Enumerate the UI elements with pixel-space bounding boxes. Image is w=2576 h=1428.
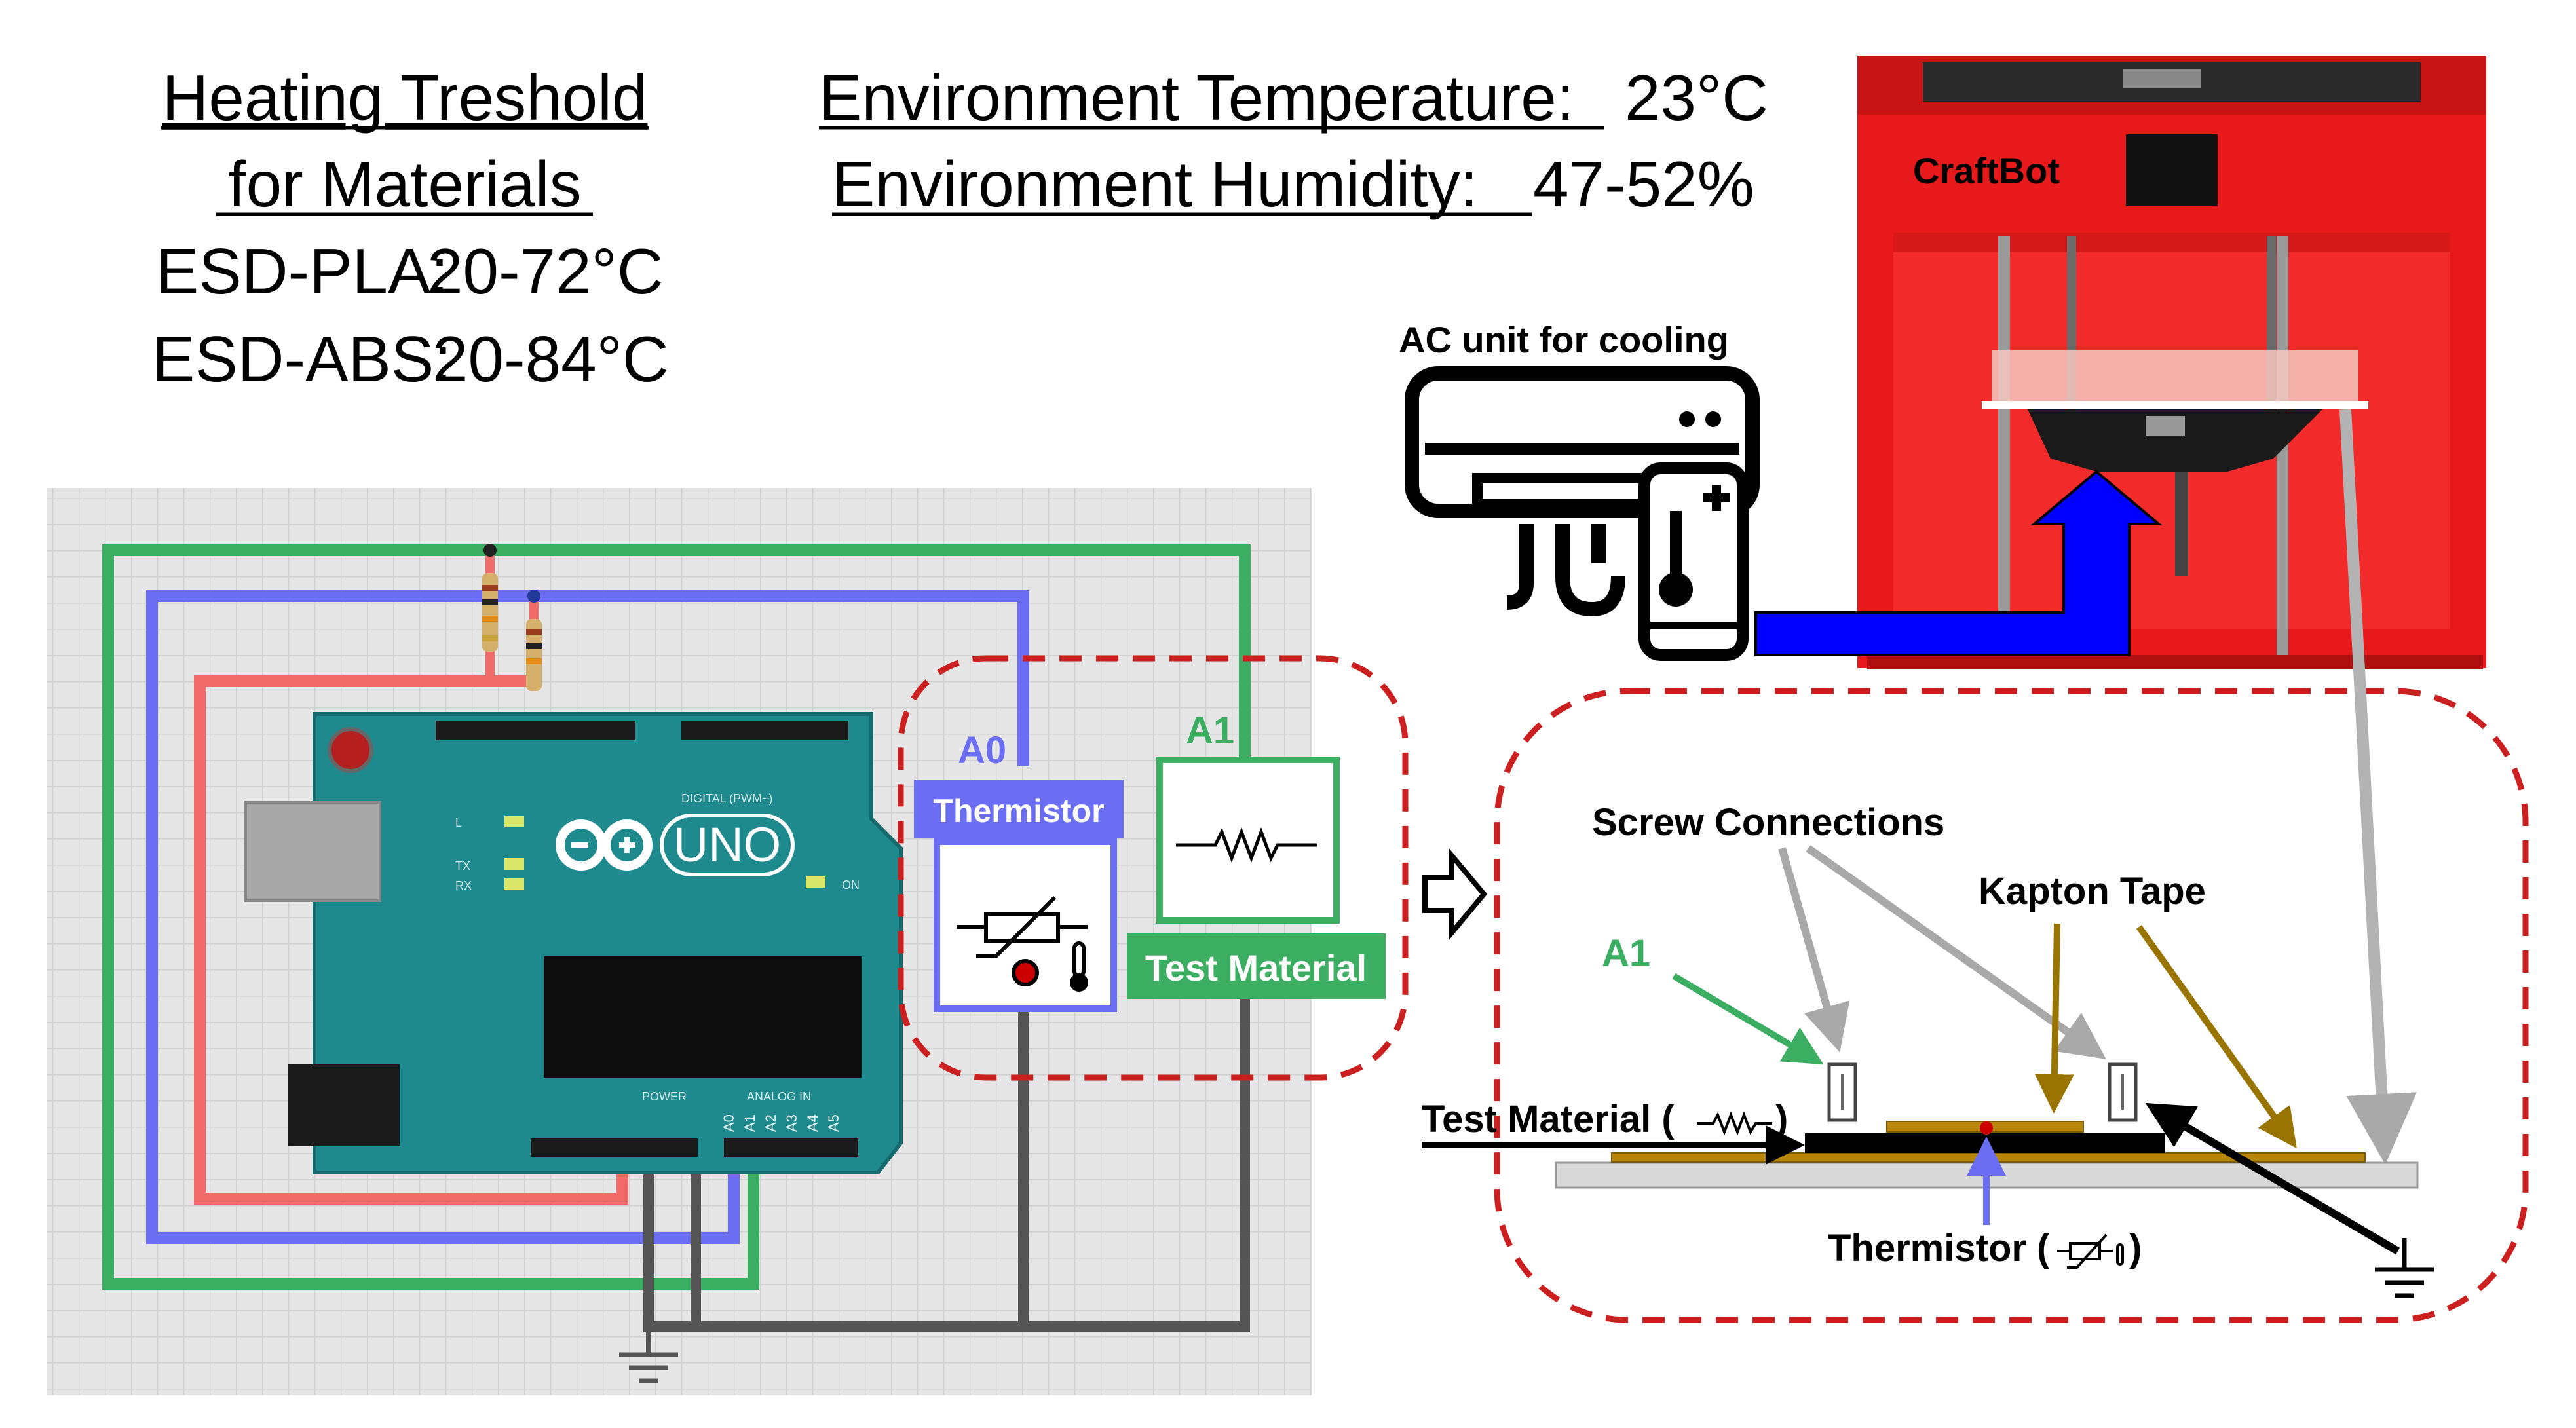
screw-arrow-right [1806,845,2106,1059]
setup-resistor-symbol [1697,1111,1772,1136]
kapton-arrow-top [2034,923,2074,1114]
pla-label: ESD-PLA: [156,235,449,307]
thermistor-symbol [957,895,1088,992]
pin-a3: A3 [784,1114,800,1132]
thermistor-dot [1980,1121,1993,1135]
analog-pin-labels: A0 A1 A2 A3 A4 A5 [721,1114,842,1132]
screw-right [2108,1062,2138,1122]
ac-unit-label: AC unit for cooling [1399,319,1729,360]
test-material-box [1156,757,1340,924]
kapton-tape-label: Kapton Tape [1979,870,2206,912]
resistor-symbol [1176,827,1317,863]
craftbot-printer: CraftBot [1857,56,2486,669]
test-material-label-box [1127,933,1386,999]
hollow-arrow-right [1422,847,1488,941]
ground-wire [643,996,1250,1332]
setup-detail: Screw Connections Kapton Tape A1 Test Ma [1422,409,2529,1323]
env-temp-value: 23°C [1625,62,1768,134]
screw-left [1827,1062,1857,1122]
a1-arrow [1672,973,1824,1065]
led-label-tx: TX [455,859,470,873]
printer-screen [2126,134,2218,206]
cooling-arrow [1754,470,2163,656]
sensor-dashed-border [898,655,1409,1081]
ground-symbol-right [2375,1238,2434,1298]
led-label-rx: RX [455,879,472,892]
pin-a4: A4 [805,1114,821,1132]
threshold-title-line2: for Materials [228,148,581,220]
blue-wire [146,590,1029,1244]
pin-a0: A0 [721,1114,737,1132]
setup-thermistor-label: Thermistor ( [1828,1227,2050,1269]
screw-connections-label: Screw Connections [1592,801,1944,844]
ac-unit: AC unit for cooling [1399,319,1760,661]
led-label-l: L [455,816,462,829]
printer-brand: CraftBot [1913,150,2060,191]
board-name: UNO [673,817,781,872]
setup-a1-label: A1 [1602,932,1650,975]
test-material-label: Test Material [1145,947,1367,988]
screw-arrow-left [1778,847,1850,1053]
ground-arrow [2145,1102,2400,1255]
setup-test-material-close: ) [1775,1098,1788,1140]
kapton-arrow-bottom [2136,925,2297,1149]
setup-thermistor-close: ) [2129,1227,2142,1269]
resistor-2 [526,590,542,691]
green-wire [102,544,1251,1290]
a0-label: A0 [958,729,1006,772]
pla-value: 20-72°C [427,235,664,307]
ground-symbol-left [619,1352,678,1383]
heating-threshold-block: Heating Treshold for Materials ESD-PLA: … [152,62,669,395]
arduino-logo [556,819,653,871]
env-humidity-value: 47-52% [1533,148,1754,220]
power-header-label: POWER [642,1090,687,1103]
arduino-board: DIGITAL (PWM~) POWER ANALOG IN UNO L TX … [244,712,903,1174]
threshold-title-line1: Heating Treshold [162,62,648,134]
pin-a2: A2 [763,1114,779,1132]
red-wire [194,675,628,1205]
abs-label: ESD-ABS: [152,323,451,395]
thermistor-label: Thermistor [933,793,1104,829]
resistor-1 [482,544,498,652]
setup-dashed-border [1494,688,2529,1323]
led-label-on: ON [842,878,860,892]
a1-label: A1 [1186,709,1234,752]
circuit-schematic: DIGITAL (PWM~) POWER ANALOG IN UNO L TX … [47,488,1409,1395]
analog-header-label: ANALOG IN [747,1090,811,1103]
thermistor-label-box [914,780,1124,838]
bed-ground-line [2339,409,2417,1165]
env-humidity-label: Environment Humidity: [832,148,1478,220]
env-temp-label: Environment Temperature: [819,62,1574,134]
pin-a5: A5 [825,1114,842,1132]
pin-a1: A1 [742,1114,758,1132]
environment-block: Environment Temperature: 23°C Environmen… [819,62,1768,220]
digital-header-label: DIGITAL (PWM~) [681,792,773,805]
setup-thermistor-symbol [2057,1233,2124,1269]
setup-test-material-label: Test Material ( [1422,1098,1675,1140]
abs-value: 20-84°C [432,323,669,395]
